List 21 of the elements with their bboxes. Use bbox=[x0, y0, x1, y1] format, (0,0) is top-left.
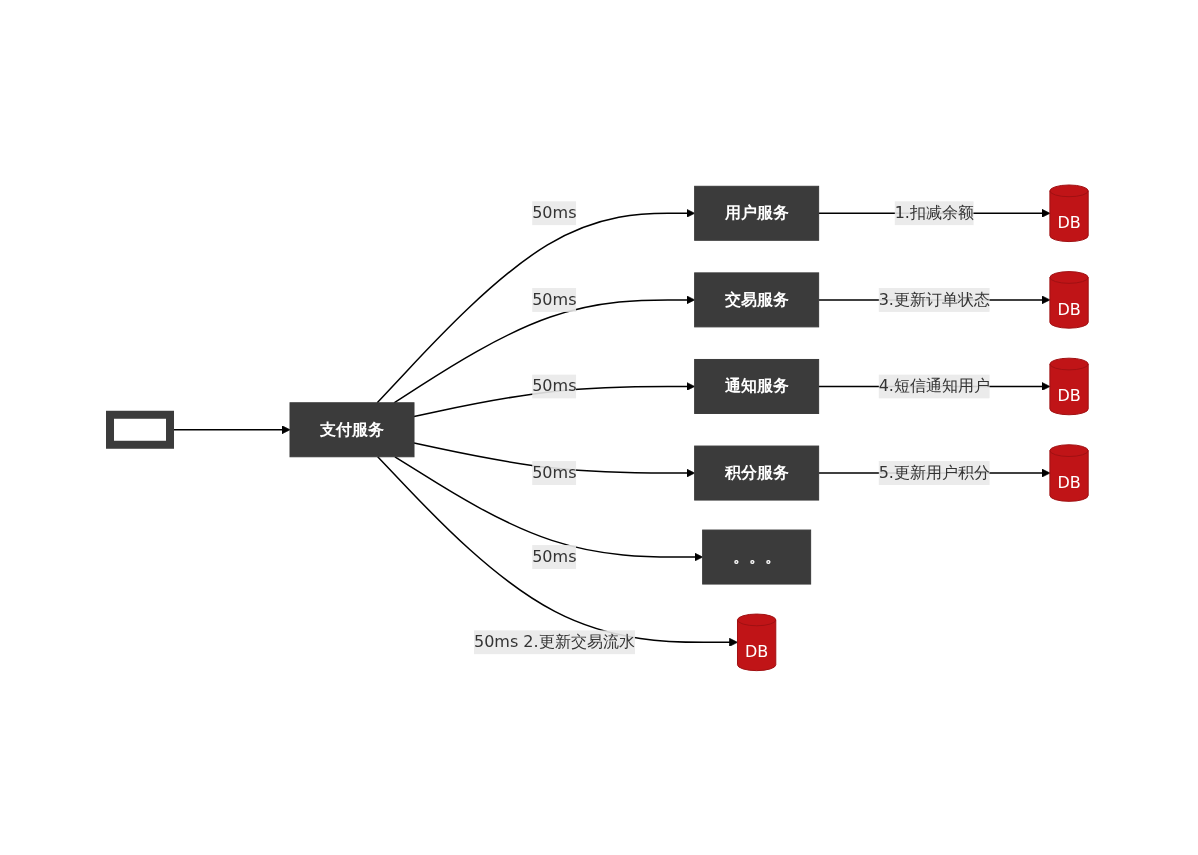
edge-label: 50ms 2.更新交易流水 bbox=[473, 632, 635, 652]
edge-label: 1.扣减余额 bbox=[894, 202, 974, 222]
node-box: 交易服务 bbox=[694, 272, 820, 328]
edge-label: 5.更新用户积分 bbox=[878, 462, 990, 482]
node-box: 通知服务 bbox=[694, 358, 820, 414]
edge-label: 50ms bbox=[532, 376, 577, 396]
node-box: 。。。 bbox=[702, 529, 812, 585]
node-picture bbox=[105, 410, 174, 449]
node-box: 积分服务 bbox=[694, 445, 820, 501]
edge-label: 50ms bbox=[532, 462, 577, 482]
arrow bbox=[376, 208, 695, 404]
node-box: 支付服务 bbox=[289, 401, 415, 457]
arrow bbox=[376, 455, 738, 647]
arrow bbox=[393, 295, 695, 404]
node-box: 用户服务 bbox=[694, 185, 820, 241]
edge-label: 4.短信通知用户 bbox=[878, 376, 990, 396]
edge-label: 50ms bbox=[532, 546, 577, 566]
edge-label: 50ms bbox=[532, 289, 577, 309]
arrow bbox=[394, 455, 703, 562]
edge-label: 50ms bbox=[532, 202, 577, 222]
edge-label: 3.更新订单状态 bbox=[878, 289, 990, 309]
